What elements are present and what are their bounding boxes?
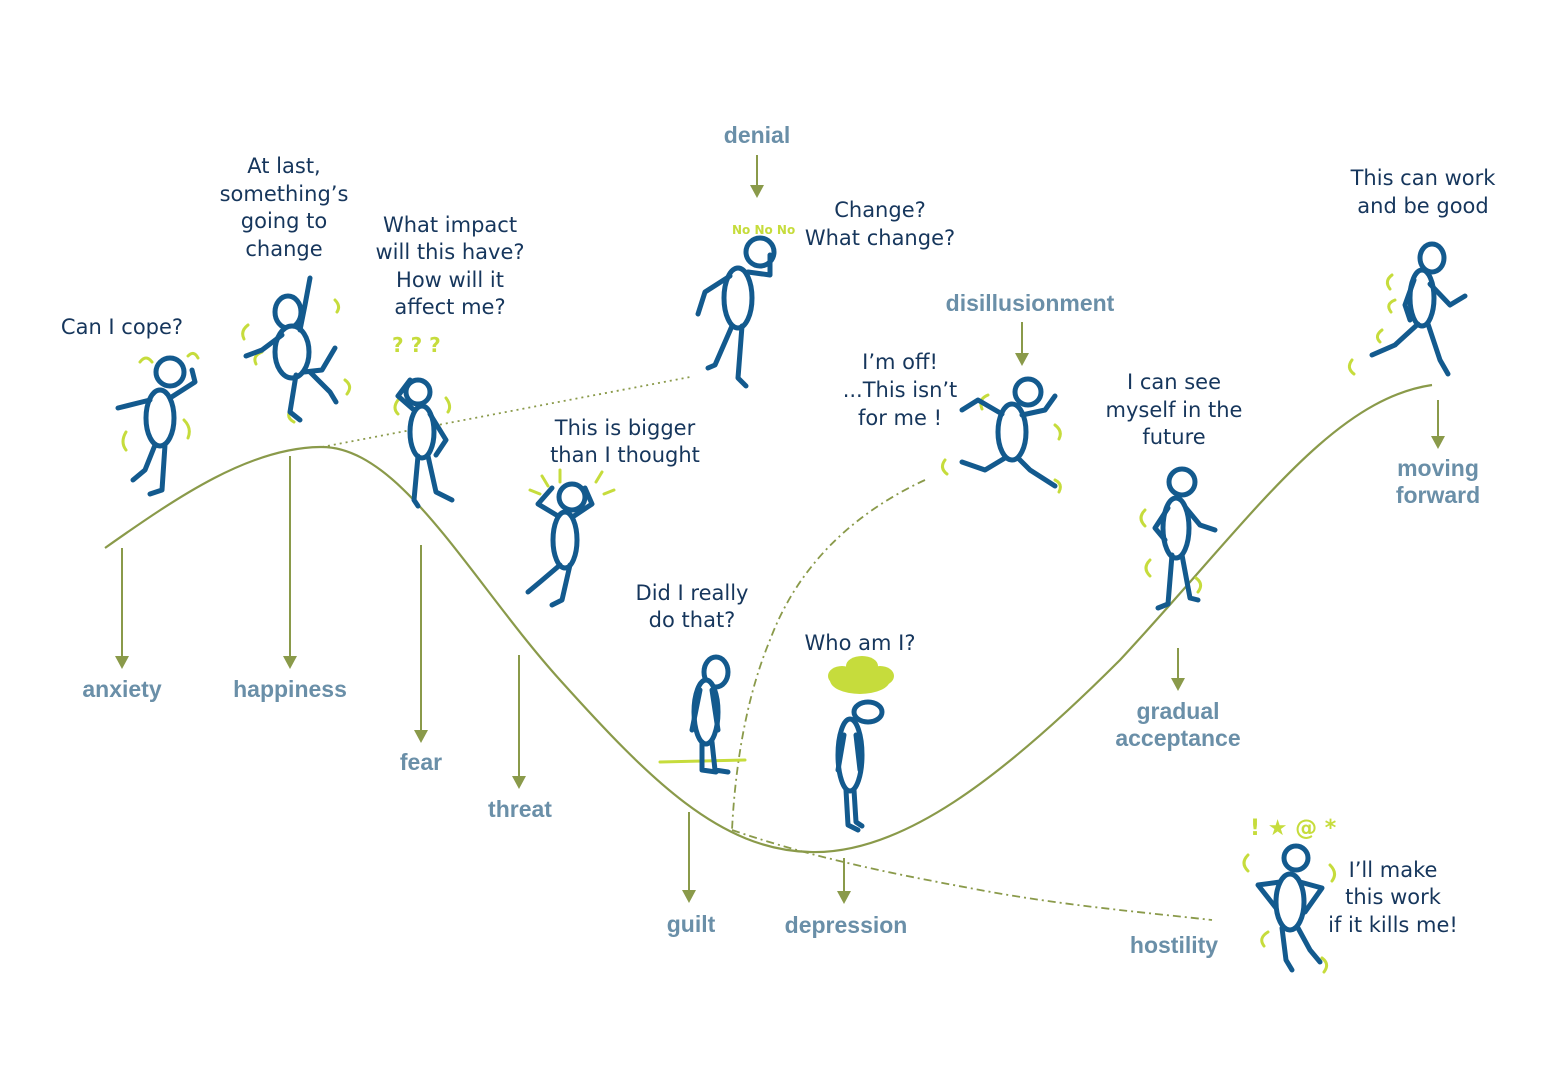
label-happiness: happiness (233, 676, 347, 702)
arrow-anxiety (115, 548, 129, 669)
quote-line: future (1142, 425, 1205, 449)
quote-line: Change? (834, 198, 926, 222)
quote-line: This is bigger (554, 416, 696, 440)
figure-guilty (658, 654, 747, 775)
quote-line: Did I really (636, 581, 749, 605)
quote-bigger: This is bigger than I thought (550, 416, 700, 467)
quote-line: this work (1345, 885, 1442, 909)
quote-line: and be good (1357, 194, 1488, 218)
label-guilt: guilt (667, 911, 716, 937)
arrow-depression (837, 858, 851, 904)
quote-line: myself in the (1106, 398, 1243, 422)
label-moving: moving (1397, 455, 1479, 481)
quote-line: do that? (649, 608, 736, 632)
quote-line: change (245, 237, 322, 261)
figure-shocked (525, 468, 616, 608)
quote-make-this-work: I’ll make this work if it kills me! (1328, 858, 1458, 937)
label-anxiety: anxiety (82, 676, 161, 702)
quote-who-am-i: Who am I? (805, 631, 916, 655)
figure-happy (241, 275, 352, 424)
quote-line: Can I cope? (61, 315, 183, 339)
quote-see-myself: I can see myself in the future (1106, 370, 1243, 449)
label-disillusionment: disillusionment (946, 290, 1115, 316)
label-threat: threat (488, 796, 552, 822)
figure-depressed (828, 656, 894, 833)
quote-line: something’s (220, 182, 349, 206)
label-fear: fear (400, 749, 442, 775)
quote-line: will this have? (375, 240, 524, 264)
quote-line: for me ! (858, 406, 942, 430)
quote-line: than I thought (550, 443, 700, 467)
quote-line: I’m off! (862, 350, 938, 374)
quote-can-i-cope: Can I cope? (61, 315, 183, 339)
arrow-gradual-acceptance (1171, 648, 1185, 691)
quote-this-can-work: This can work and be good (1350, 166, 1497, 218)
label-acceptance: acceptance (1115, 725, 1240, 751)
denial-dotted-line (321, 376, 691, 448)
label-forward: forward (1396, 482, 1480, 508)
question-marks-icon: ? ? ? (392, 333, 441, 357)
quote-line: This can work (1350, 166, 1497, 190)
figure-confused: ? ? ? (392, 333, 455, 509)
exclamation-symbols-icon: ! ★ @ * (1250, 816, 1337, 841)
disillusionment-dashdot-line (731, 479, 926, 831)
quote-line: What change? (805, 226, 955, 250)
quote-change: Change? What change? (805, 198, 955, 250)
no-no-icon: No No No (732, 223, 795, 237)
quote-line: if it kills me! (1328, 913, 1458, 937)
figure-moving-forward (1347, 241, 1468, 377)
arrow-threat (512, 655, 526, 789)
arrow-denial (750, 155, 764, 198)
figure-disillusioned (940, 376, 1062, 494)
arrow-moving-forward (1431, 400, 1445, 449)
figure-anxious (115, 351, 200, 497)
quote-line: At last, (247, 154, 320, 178)
arrow-fear (414, 545, 428, 743)
quote-line: I can see (1127, 370, 1221, 394)
arrow-happiness (283, 456, 297, 669)
figure-hostile: ! ★ @ * (1242, 816, 1337, 974)
quote-line: What impact (383, 213, 517, 237)
figure-denial: No No No (695, 223, 795, 389)
cloud-icon (828, 656, 894, 694)
label-denial: denial (724, 122, 790, 148)
quote-im-off: I’m off! ...This isn’t for me ! (843, 350, 958, 430)
arrow-disillusionment (1015, 322, 1029, 366)
label-gradual: gradual (1136, 698, 1219, 724)
quote-line: Who am I? (805, 631, 916, 655)
quote-at-last: At last, something’s going to change (220, 154, 349, 261)
arrow-guilt (682, 812, 696, 903)
figure-accepting (1139, 466, 1218, 611)
quote-line: ...This isn’t (843, 378, 958, 402)
quote-line: affect me? (394, 295, 505, 319)
change-curve (104, 383, 1433, 854)
quote-line: going to (241, 209, 327, 233)
quote-what-impact: What impact will this have? How will it … (375, 213, 524, 319)
quote-line: How will it (396, 268, 504, 292)
label-depression: depression (785, 912, 908, 938)
hostility-dashdot-line (731, 829, 1213, 921)
quote-did-i: Did I really do that? (636, 581, 749, 632)
label-hostility: hostility (1130, 932, 1218, 958)
quote-line: I’ll make (1349, 858, 1438, 882)
